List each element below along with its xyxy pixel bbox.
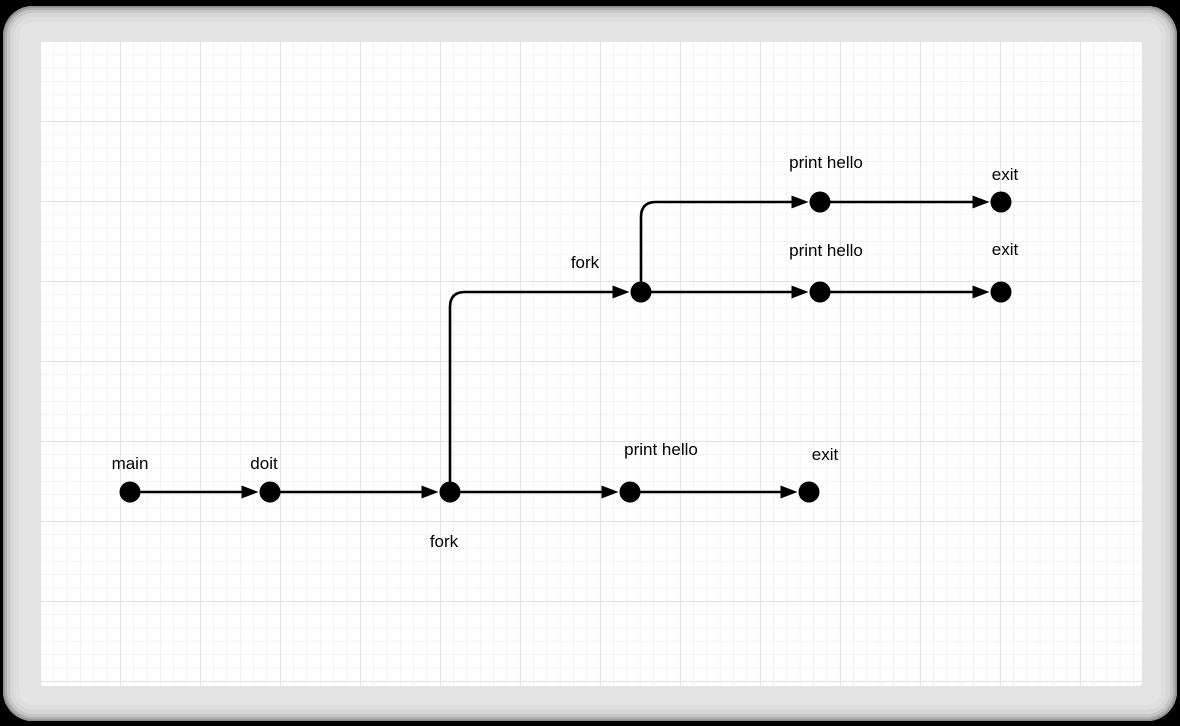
edge-fork-1-to-fork-2[interactable]	[448, 290, 615, 492]
node-label-fork-2[interactable]: fork	[571, 253, 600, 272]
arrowhead-icon	[421, 485, 439, 499]
node-label-exit-1[interactable]: exit	[812, 445, 839, 464]
node-label-print-hello-3[interactable]: print hello	[789, 153, 863, 172]
process-node-doit[interactable]	[259, 481, 281, 503]
process-node-exit-2[interactable]	[990, 281, 1012, 303]
node-label-print-hello-2[interactable]: print hello	[789, 241, 863, 260]
arrowhead-icon	[972, 195, 990, 209]
diagram-canvas[interactable]: main doit fork print hello exit fork print hel…	[40, 41, 1142, 686]
node-label-fork-1[interactable]: fork	[430, 532, 459, 551]
process-node-print-hello-1[interactable]	[619, 481, 641, 503]
process-node-print-hello-3[interactable]	[809, 191, 831, 213]
arrowhead-icon	[601, 485, 619, 499]
node-label-exit-2[interactable]: exit	[992, 240, 1019, 259]
arrowhead-icon	[780, 485, 798, 499]
whiteboard-window-frame: main doit fork print hello exit fork print hel…	[3, 6, 1177, 721]
diagram-svg: main doit fork print hello exit fork print hel…	[112, 153, 1019, 551]
process-node-fork-2[interactable]	[630, 281, 652, 303]
node-label-exit-3[interactable]: exit	[992, 165, 1019, 184]
node-label-main[interactable]: main	[112, 454, 149, 473]
arrowhead-icon	[241, 485, 259, 499]
node-label-print-hello-1[interactable]: print hello	[624, 440, 698, 459]
edge-fork-2-to-print-hello-3[interactable]	[639, 200, 794, 292]
arrowhead-icon	[612, 285, 630, 299]
process-node-main[interactable]	[119, 481, 141, 503]
arrowhead-icon	[791, 285, 809, 299]
arrowhead-icon	[791, 195, 809, 209]
process-node-print-hello-2[interactable]	[809, 281, 831, 303]
node-label-doit[interactable]: doit	[250, 454, 278, 473]
arrowhead-icon	[972, 285, 990, 299]
process-node-fork-1[interactable]	[439, 481, 461, 503]
process-node-exit-3[interactable]	[990, 191, 1012, 213]
process-node-exit-1[interactable]	[798, 481, 820, 503]
